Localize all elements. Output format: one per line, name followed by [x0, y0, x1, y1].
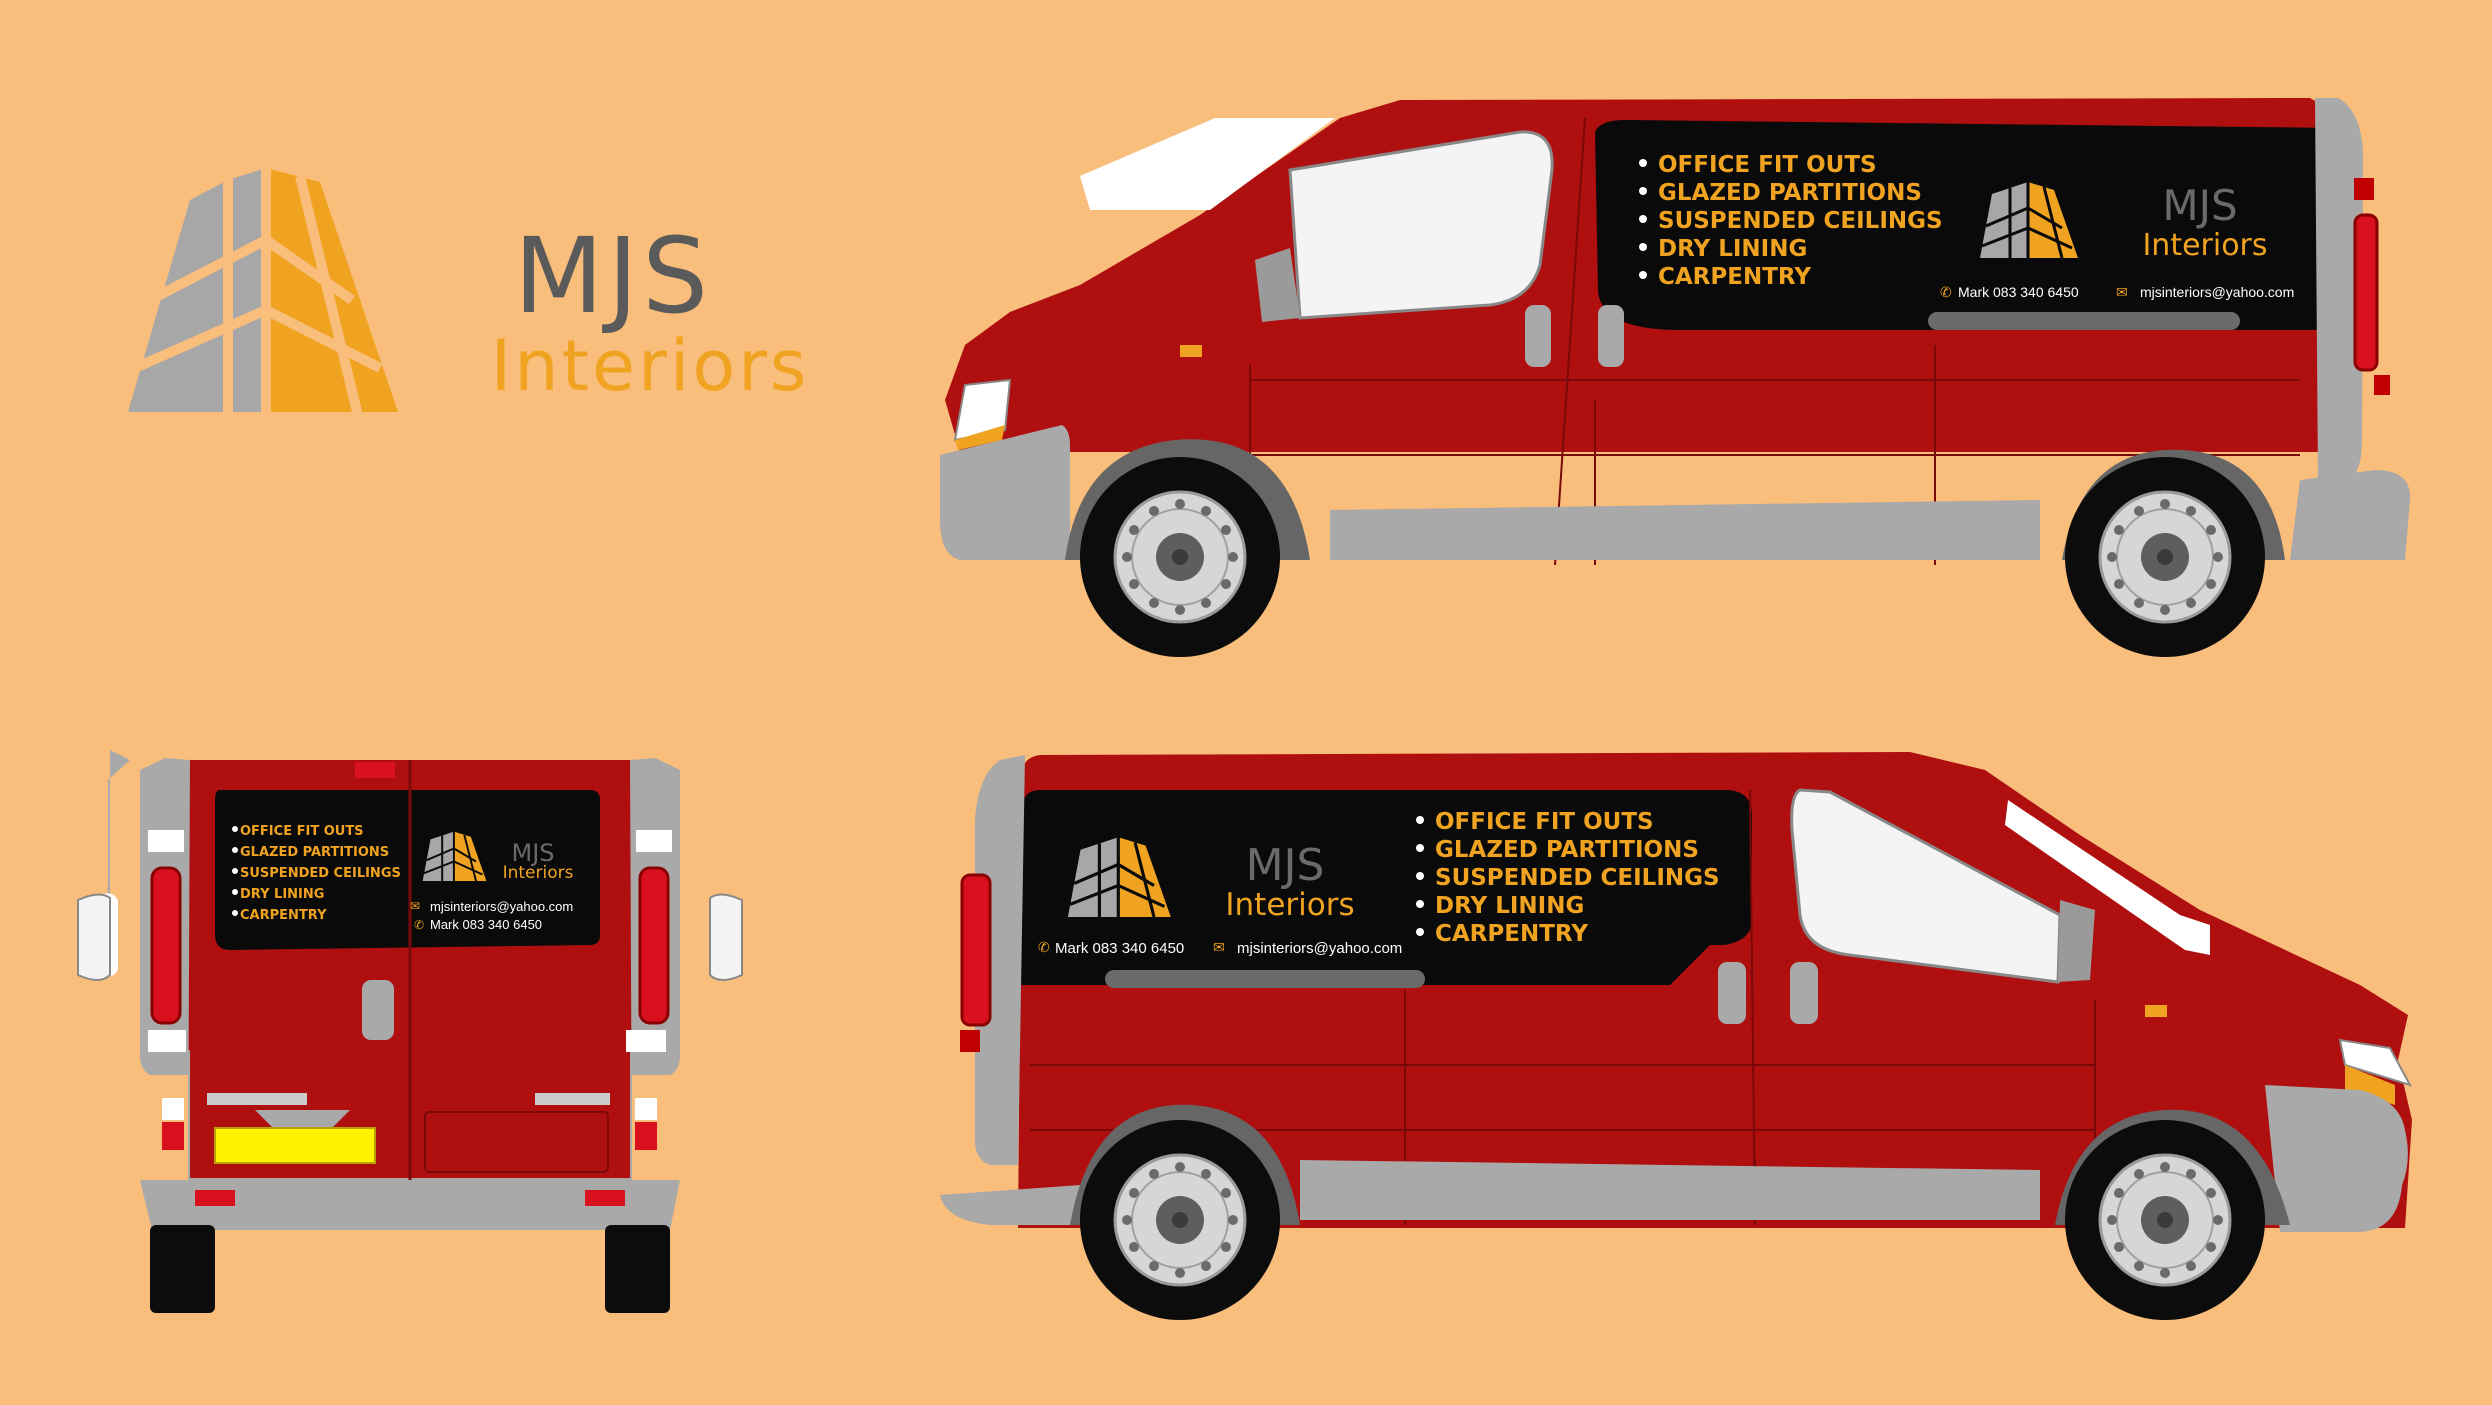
contact-phone: Mark 083 340 6450	[430, 917, 542, 932]
service-item: DRY LINING	[1435, 893, 1584, 919]
service-item: SUSPENDED CEILINGS	[240, 866, 401, 881]
service-item: DRY LINING	[240, 887, 324, 902]
wheel	[1078, 455, 1282, 659]
main-logo: MJS Interiors	[128, 166, 810, 418]
contact-phone: Mark 083 340 6450	[1958, 284, 2079, 300]
wheel	[2063, 1118, 2267, 1322]
contact-email: mjsinteriors@yahoo.com	[2140, 284, 2294, 300]
service-item: CARPENTRY	[240, 908, 327, 923]
service-list: OFFICE FIT OUTS GLAZED PARTITIONS SUSPEN…	[1639, 152, 1943, 290]
logo-name: MJS	[1246, 840, 1325, 891]
logo-subtitle: Interiors	[1225, 887, 1354, 923]
service-item: OFFICE FIT OUTS	[240, 824, 364, 839]
contact-email: mjsinteriors@yahoo.com	[1237, 940, 1402, 957]
service-item: CARPENTRY	[1435, 921, 1588, 947]
logo-name: MJS	[2162, 181, 2237, 230]
service-item: GLAZED PARTITIONS	[1658, 180, 1922, 206]
van-rear-view: OFFICE FIT OUTS GLAZED PARTITIONS SUSPEN…	[77, 750, 743, 1313]
service-item: OFFICE FIT OUTS	[1658, 152, 1877, 178]
wheel	[1078, 1118, 1282, 1322]
phone-icon: ✆	[1940, 284, 1952, 300]
contact-email: mjsinteriors@yahoo.com	[430, 899, 573, 914]
logo-subtitle: Interiors	[491, 325, 810, 407]
service-list: OFFICE FIT OUTS GLAZED PARTITIONS SUSPEN…	[1416, 809, 1720, 947]
building-grid-icon	[128, 166, 398, 418]
phone-icon: ✆	[1038, 939, 1050, 955]
logo-subtitle: Interiors	[503, 863, 574, 883]
service-item: GLAZED PARTITIONS	[1435, 837, 1699, 863]
service-item: GLAZED PARTITIONS	[240, 845, 389, 860]
envelope-icon: ✉	[1213, 939, 1225, 955]
service-item: CARPENTRY	[1658, 264, 1811, 290]
envelope-icon: ✉	[410, 899, 420, 913]
service-item: SUSPENDED CEILINGS	[1435, 865, 1720, 891]
service-item: OFFICE FIT OUTS	[1435, 809, 1654, 835]
logo-name: MJS	[514, 215, 712, 337]
logo-name: MJS	[511, 839, 554, 867]
service-item: SUSPENDED CEILINGS	[1658, 208, 1943, 234]
phone-icon: ✆	[414, 918, 424, 932]
van-side-view-front-left: OFFICE FIT OUTS GLAZED PARTITIONS SUSPEN…	[940, 98, 2411, 659]
logo-subtitle: Interiors	[2142, 228, 2267, 263]
contact-phone: Mark 083 340 6450	[1055, 940, 1184, 957]
wheel	[2063, 455, 2267, 659]
van-side-view-front-right: MJS Interiors ✆ Mark 083 340 6450 ✉ mjsi…	[940, 752, 2413, 1322]
service-list: OFFICE FIT OUTS GLAZED PARTITIONS SUSPEN…	[232, 824, 401, 923]
service-item: DRY LINING	[1658, 236, 1807, 262]
envelope-icon: ✉	[2116, 284, 2128, 300]
